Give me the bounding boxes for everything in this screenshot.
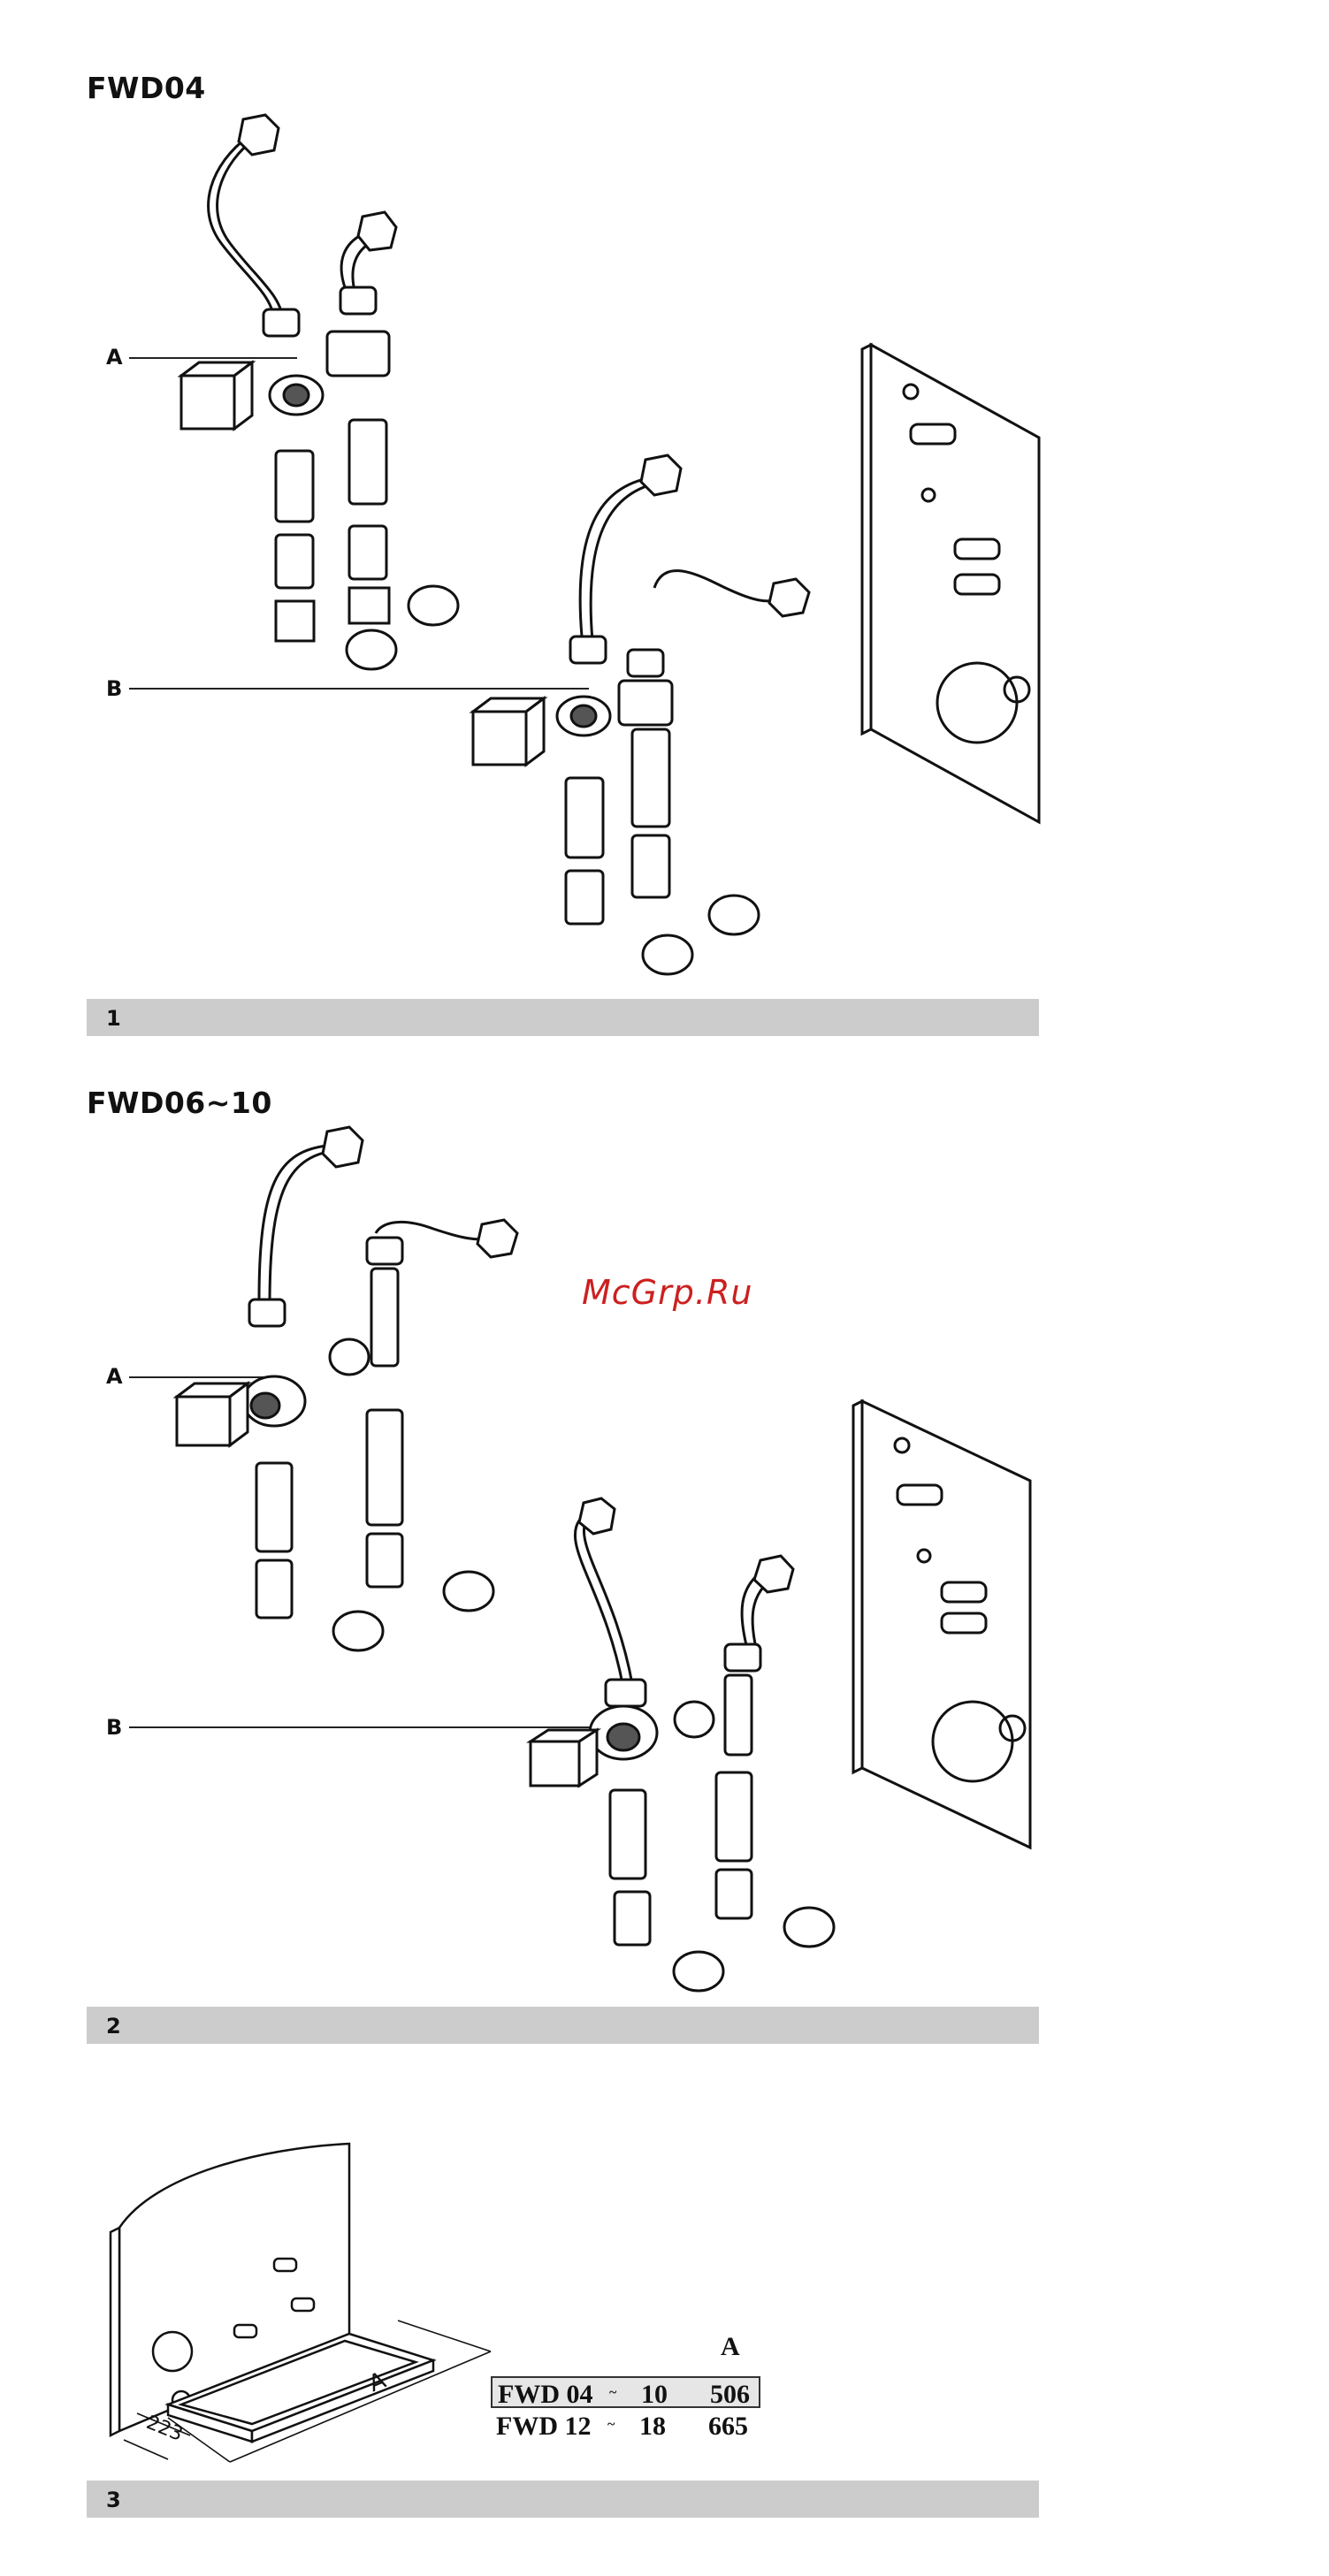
table-cell-range-end: 18: [639, 2412, 666, 2442]
table-row: FWD 04 ~ 10 506: [491, 2376, 760, 2408]
table-row: FWD 12 ~ 18 665: [491, 2410, 760, 2442]
valve-assembly-drawing: [168, 1127, 522, 1658]
figure-2-caption-bar: 2: [87, 2007, 1039, 2044]
callout-b-label: B: [106, 676, 122, 701]
figure-2-number: 2: [106, 2014, 121, 2039]
watermark: McGrp.Ru: [582, 1273, 752, 1312]
valve-assembly-drawing: [526, 1498, 853, 2011]
figure-1-caption-bar: 1: [87, 999, 1039, 1036]
table-cell-value: 506: [710, 2380, 750, 2410]
table-cell-model: FWD 12: [496, 2412, 592, 2442]
callout-a-label: A: [106, 1364, 123, 1389]
table-cell-sep: ~: [609, 2385, 616, 2401]
base-plate-drawing: [84, 2139, 500, 2466]
table-header: A: [721, 2332, 740, 2362]
table-cell-model: FWD 04: [498, 2380, 593, 2410]
figure-1-number: 1: [106, 1006, 121, 1031]
callout-b-label: B: [106, 1715, 122, 1740]
table-cell-value: 665: [708, 2412, 748, 2442]
table-cell-range-end: 10: [641, 2380, 668, 2410]
figure-3-number: 3: [106, 2488, 121, 2512]
callout-a-label: A: [106, 345, 123, 370]
dimension-table: A FWD 04 ~ 10 506 FWD 12 ~ 18 665: [491, 2325, 774, 2449]
table-cell-sep: ~: [607, 2417, 615, 2433]
figure-3-caption-bar: 3: [87, 2481, 1039, 2518]
valve-assembly-drawing: [469, 446, 822, 995]
valve-assembly-drawing: [168, 111, 469, 676]
mounting-panel-drawing: [858, 340, 1052, 835]
section-1-heading: FWD04: [87, 71, 206, 105]
section-2-heading: FWD06~10: [87, 1086, 272, 1120]
mounting-panel-drawing: [849, 1397, 1043, 1856]
